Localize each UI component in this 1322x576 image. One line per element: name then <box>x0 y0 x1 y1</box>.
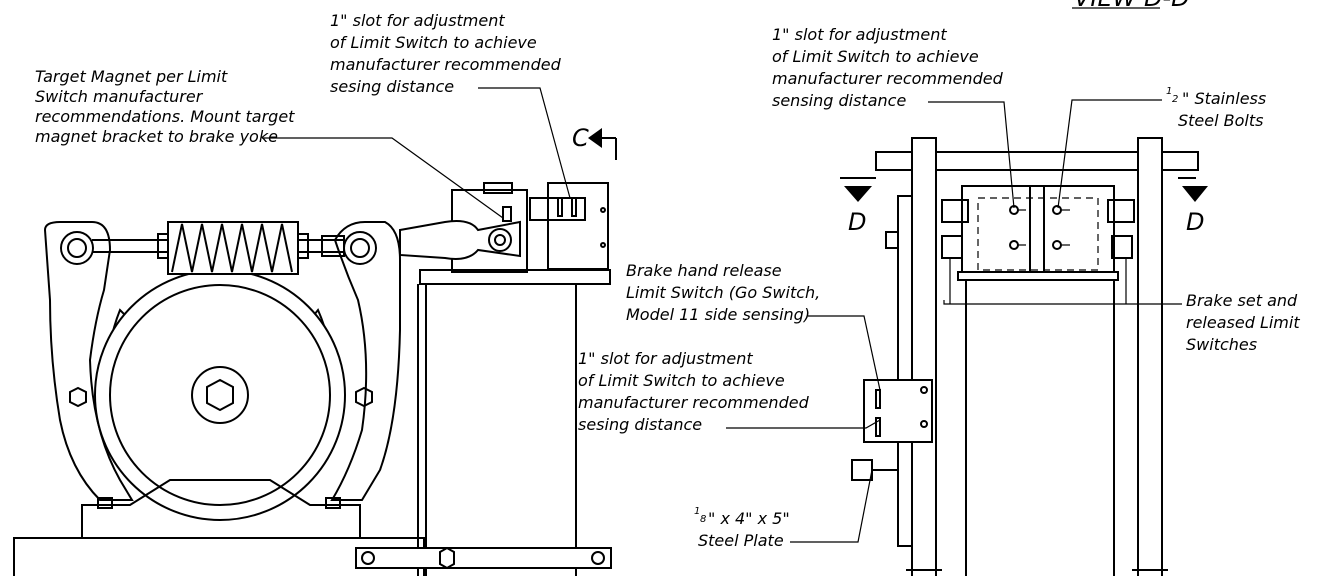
svg-text:1: 1 <box>694 506 700 517</box>
hand-release-note: Brake hand release Limit Switch (Go Swit… <box>626 261 825 324</box>
slot-note-top-right: 1" slot for adjustment of Limit Switch t… <box>772 25 1008 110</box>
right-limit-switch <box>1107 199 1135 223</box>
limit-switch-box <box>547 182 609 270</box>
slot-note-middle: 1" slot for adjustment of Limit Switch t… <box>578 349 814 434</box>
brake-spring <box>157 221 345 275</box>
svg-text:2: 2 <box>1172 94 1178 105</box>
steel-plate-strip <box>897 195 913 547</box>
right-brake-arm <box>330 221 401 501</box>
section-d-markers: D D <box>840 177 1208 236</box>
section-c-letter: C <box>572 124 589 152</box>
left-arm-pin <box>60 231 94 265</box>
magnet-bracket <box>399 220 521 260</box>
svg-text:" x 4" x 5" Steel Plate: " x 4" x 5" Steel Plate <box>698 509 795 550</box>
left-brake-arm <box>43 221 134 501</box>
right-post <box>1137 137 1163 576</box>
left-post <box>911 137 937 576</box>
switch-mount-block <box>961 185 1115 273</box>
drum-pedestal <box>81 479 361 538</box>
section-d-right-letter: D <box>1186 208 1204 236</box>
left-limit-switch <box>941 199 969 223</box>
brake-assembly <box>13 182 612 576</box>
view-title: VIEW D-D <box>1074 0 1190 12</box>
view-dd-frame <box>851 137 1199 576</box>
svg-text:1: 1 <box>1166 86 1172 97</box>
slot-note-top-left: 1" slot for adjustment of Limit Switch t… <box>330 11 566 96</box>
stainless-bolts-note: 1 2 " Stainless Steel Bolts <box>1057 86 1271 209</box>
target-magnet-note: Target Magnet per Limit Switch manufactu… <box>35 67 300 146</box>
drum-hub <box>191 366 249 424</box>
brake-drum <box>94 269 346 521</box>
top-beam <box>875 151 1199 171</box>
hand-release-bar <box>355 547 612 569</box>
svg-text:8: 8 <box>700 514 706 525</box>
section-d-left-letter: D <box>848 208 866 236</box>
section-c-marker: C <box>572 124 617 160</box>
svg-text:" Stainless Steel Bolts: " Stainless Steel Bolts <box>1178 89 1271 130</box>
brake-switches-note: Brake set and released Limit Switches <box>1186 291 1305 354</box>
steel-plate-note: 1 8 " x 4" x 5" Steel Plate <box>694 469 873 550</box>
